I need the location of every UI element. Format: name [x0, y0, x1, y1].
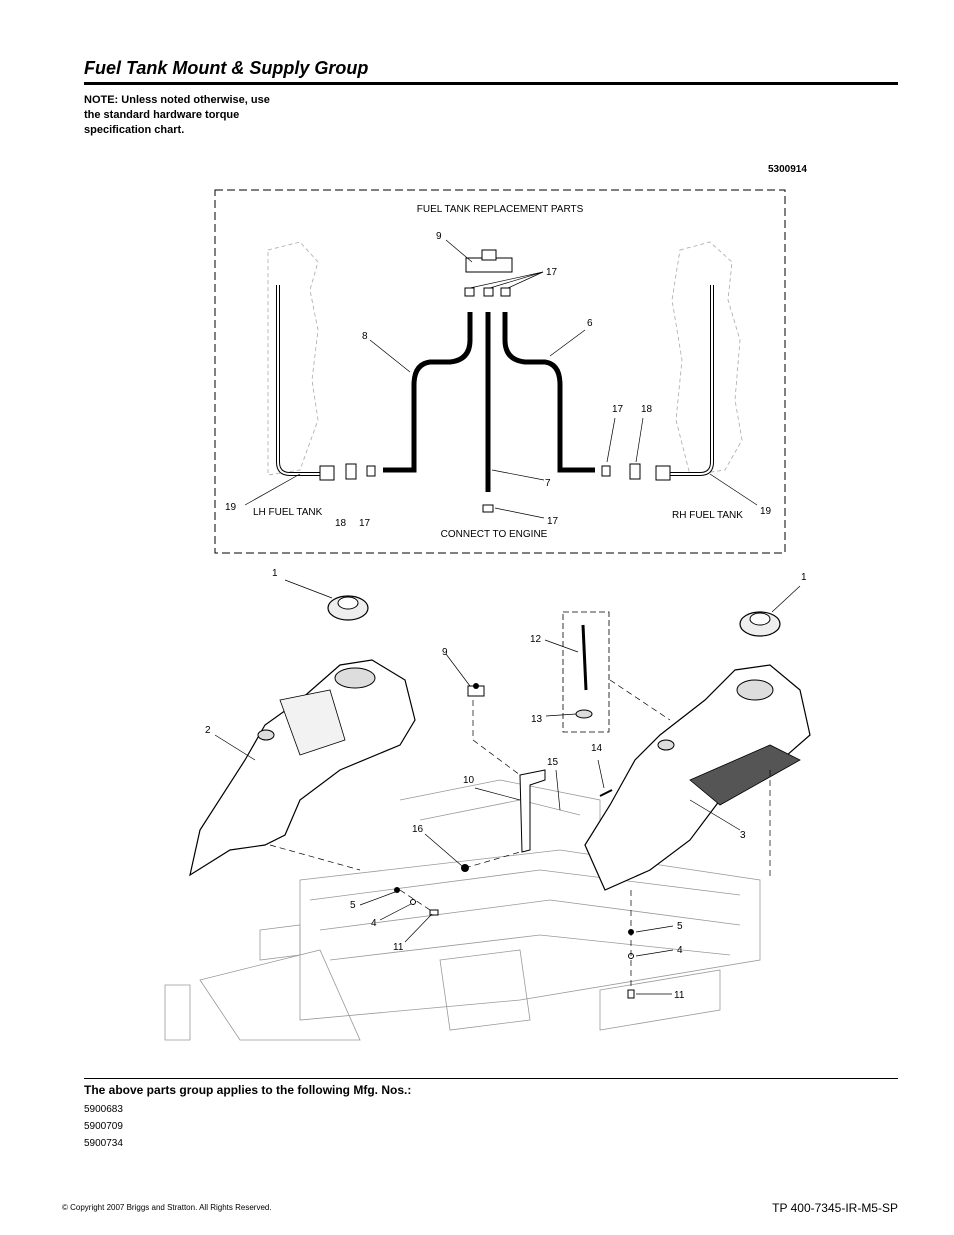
torque-note: NOTE: Unless noted otherwise, use the st… — [84, 94, 270, 136]
mfg-number: 5900683 — [84, 1104, 123, 1115]
callout-16: 16 — [412, 824, 424, 835]
lh-tank-outline — [267, 241, 319, 476]
callout-8: 8 — [362, 331, 368, 342]
footer-divider — [84, 1078, 898, 1079]
callout-12: 12 — [530, 634, 542, 645]
callout-18-left: 18 — [335, 518, 347, 529]
callout-19-left: 19 — [225, 502, 237, 513]
callout-19-right: 19 — [760, 506, 772, 517]
mfg-number-list: 5900683 5900709 5900734 — [84, 1101, 123, 1152]
copyright: © Copyright 2007 Briggs and Stratton. Al… — [62, 1203, 272, 1212]
lh-tank-label: LH FUEL TANK — [253, 507, 323, 518]
mfg-number: 5900709 — [84, 1121, 123, 1132]
callout-5-left: 5 — [350, 900, 356, 911]
callout-13: 13 — [531, 714, 543, 725]
kit-box — [562, 611, 610, 733]
callout-14: 14 — [591, 743, 603, 754]
callout-3: 3 — [740, 830, 746, 841]
callout-7: 7 — [545, 478, 551, 489]
mfg-number: 5900734 — [84, 1138, 123, 1149]
callout-9: 9 — [442, 647, 448, 658]
callout-2: 2 — [205, 725, 211, 736]
engine-label: CONNECT TO ENGINE — [441, 529, 548, 540]
fuel-hose-8 — [383, 312, 473, 473]
rh-tank-outline — [671, 241, 743, 476]
document-id: TP 400-7345-IR-M5-SP — [772, 1201, 898, 1215]
callout-17-top: 17 — [546, 267, 558, 278]
rh-tank-label: RH FUEL TANK — [672, 510, 743, 521]
box-title: FUEL TANK REPLACEMENT PARTS — [417, 204, 584, 215]
callout-1-right: 1 — [801, 572, 807, 583]
title-divider — [84, 82, 898, 85]
figure-number: 5300914 — [768, 164, 807, 175]
fuel-hose-6 — [502, 312, 595, 473]
lh-pickup-tube — [276, 285, 322, 476]
callout-1-left: 1 — [272, 568, 278, 579]
callout-4-left: 4 — [371, 918, 377, 929]
replacement-parts-box — [214, 189, 786, 554]
callout-5-right: 5 — [677, 921, 683, 932]
callout-9-box: 9 — [436, 231, 442, 242]
callout-11-right: 11 — [674, 990, 685, 1001]
callout-17-bottom: 17 — [547, 516, 559, 527]
callout-18-right: 18 — [641, 404, 653, 415]
rh-pickup-tube — [668, 285, 714, 476]
callout-11-left: 11 — [393, 942, 404, 953]
callout-17-right: 17 — [612, 404, 624, 415]
callout-17-left: 17 — [359, 518, 371, 529]
applies-heading: The above parts group applies to the fol… — [84, 1083, 412, 1097]
callout-6: 6 — [587, 318, 593, 329]
lh-fuel-tank — [189, 659, 416, 877]
callout-15: 15 — [547, 757, 559, 768]
callout-10: 10 — [463, 775, 475, 786]
valve-bracket — [519, 769, 546, 853]
callout-4-right: 4 — [677, 945, 683, 956]
page-title: Fuel Tank Mount & Supply Group — [84, 58, 369, 78]
